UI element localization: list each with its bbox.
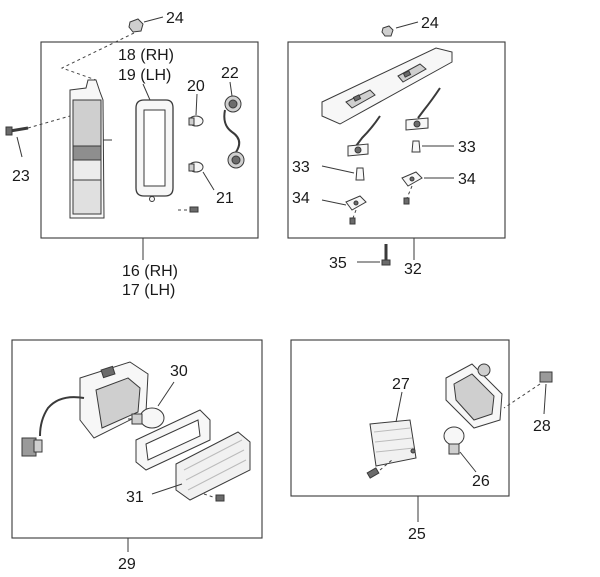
bulb-33-right-icon [411, 140, 421, 153]
callout-23: 23 [12, 168, 30, 185]
bulb-21-icon [188, 161, 204, 173]
callout-22: 22 [221, 65, 239, 82]
callout-17: 17 (LH) [122, 282, 175, 299]
panel-frame [290, 339, 510, 497]
gasket-34-right-icon [401, 171, 423, 205]
callout-31: 31 [126, 489, 144, 506]
bulb-20-icon [188, 115, 204, 127]
socket-harness-icon [223, 95, 245, 169]
callout-32: 32 [404, 261, 422, 278]
panel-frame [11, 339, 263, 539]
callout-30: 30 [170, 363, 188, 380]
callout-29: 29 [118, 556, 136, 573]
plate-lamp-socket-right [405, 87, 441, 131]
callout-21: 21 [216, 190, 234, 207]
callout-33-left: 33 [292, 159, 310, 176]
callout-35: 35 [329, 255, 347, 272]
callout-19: 19 (LH) [118, 67, 171, 84]
small-screw-icon [178, 206, 199, 213]
callout-28: 28 [533, 418, 551, 435]
clip-28-icon [503, 371, 553, 409]
reverse-lamp-housing [445, 363, 503, 429]
panel-side-lamp [11, 339, 263, 552]
mount-line [60, 32, 135, 81]
gasket-34-left-icon [345, 195, 367, 225]
bulb-26-icon [443, 426, 465, 455]
screw-35-icon [381, 244, 391, 266]
side-lamp-gasket [135, 409, 211, 471]
wiring-connector-icon [21, 396, 85, 457]
callout-20: 20 [187, 78, 205, 95]
screw-27-icon [366, 459, 393, 479]
bulb-30-icon [128, 407, 165, 429]
panel-frame [40, 41, 259, 239]
plate-lamp-socket-left [347, 115, 381, 157]
panel-plate-lamp [287, 21, 506, 266]
callout-16: 16 (RH) [122, 263, 178, 280]
plate-lamp-bar [321, 47, 453, 125]
callout-18: 18 (RH) [118, 47, 174, 64]
panel-rear-lamp [5, 16, 259, 260]
panel-frame [287, 41, 506, 239]
reverse-lamp-lens [369, 419, 417, 467]
panel-reverse-lamp [290, 339, 553, 522]
side-lamp-housing [79, 361, 149, 439]
nut-24-top-icon [381, 25, 394, 37]
side-lamp-lens [175, 431, 251, 501]
callout-24-top-right: 24 [421, 15, 439, 32]
callout-26: 26 [472, 473, 490, 490]
screw-31-icon [203, 493, 225, 502]
callout-34-left: 34 [292, 190, 310, 207]
screw-23-icon [5, 115, 71, 136]
lamp-gasket [135, 99, 174, 202]
callout-33-right: 33 [458, 139, 476, 156]
bulb-33-left-icon [355, 167, 365, 181]
callout-24-top-left: 24 [166, 10, 184, 27]
callout-34-right: 34 [458, 171, 476, 188]
callout-25: 25 [408, 526, 426, 543]
clip-nut-icon [128, 18, 144, 33]
rear-lamp-housing [69, 79, 112, 219]
callout-27: 27 [392, 376, 410, 393]
callout-labels: 24 18 (RH) 19 (LH) 20 22 23 21 16 (RH) 1… [12, 10, 551, 573]
